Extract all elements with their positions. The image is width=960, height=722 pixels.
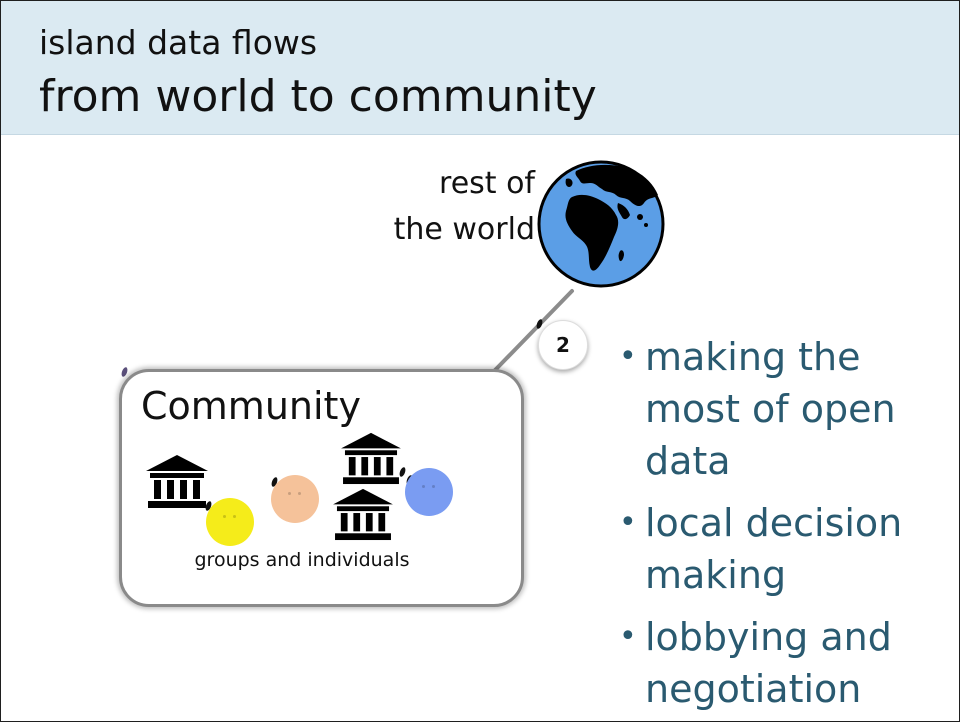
slide-title: from world to community xyxy=(39,71,597,122)
bullet-text: lobbying and negotiation xyxy=(645,615,892,711)
bullet-item: •local decision making xyxy=(619,497,954,601)
person-icon-yellow xyxy=(206,498,254,546)
bullet-dot-icon: • xyxy=(619,619,637,654)
world-label-line-2: the world xyxy=(393,212,535,247)
comment-marker xyxy=(535,318,544,330)
bullet-item: •making the most of open data xyxy=(619,331,954,487)
bullet-text: local decision making xyxy=(645,501,903,597)
step-number-badge: 2 xyxy=(538,320,588,370)
institution-icon xyxy=(341,432,401,485)
institution-icon xyxy=(333,488,393,541)
person-icon-blue xyxy=(405,468,453,516)
person-icon-peach xyxy=(271,475,319,523)
bullet-text: making the most of open data xyxy=(645,335,896,483)
title-band: island data flows from world to communit… xyxy=(1,1,959,135)
bullet-dot-icon: • xyxy=(619,339,637,374)
comment-marker xyxy=(120,366,129,378)
bullet-list: •making the most of open data •local dec… xyxy=(619,331,954,721)
community-caption: groups and individuals xyxy=(194,549,410,571)
globe-icon xyxy=(537,160,665,288)
world-label-line-1: rest of xyxy=(439,166,535,201)
institution-icon xyxy=(146,455,208,508)
bullet-item: •lobbying and negotiation xyxy=(619,611,954,715)
bullet-dot-icon: • xyxy=(619,505,637,540)
slide-subtitle: island data flows xyxy=(39,23,318,62)
community-label: Community xyxy=(141,384,361,428)
world-label: rest of the world xyxy=(373,161,535,253)
